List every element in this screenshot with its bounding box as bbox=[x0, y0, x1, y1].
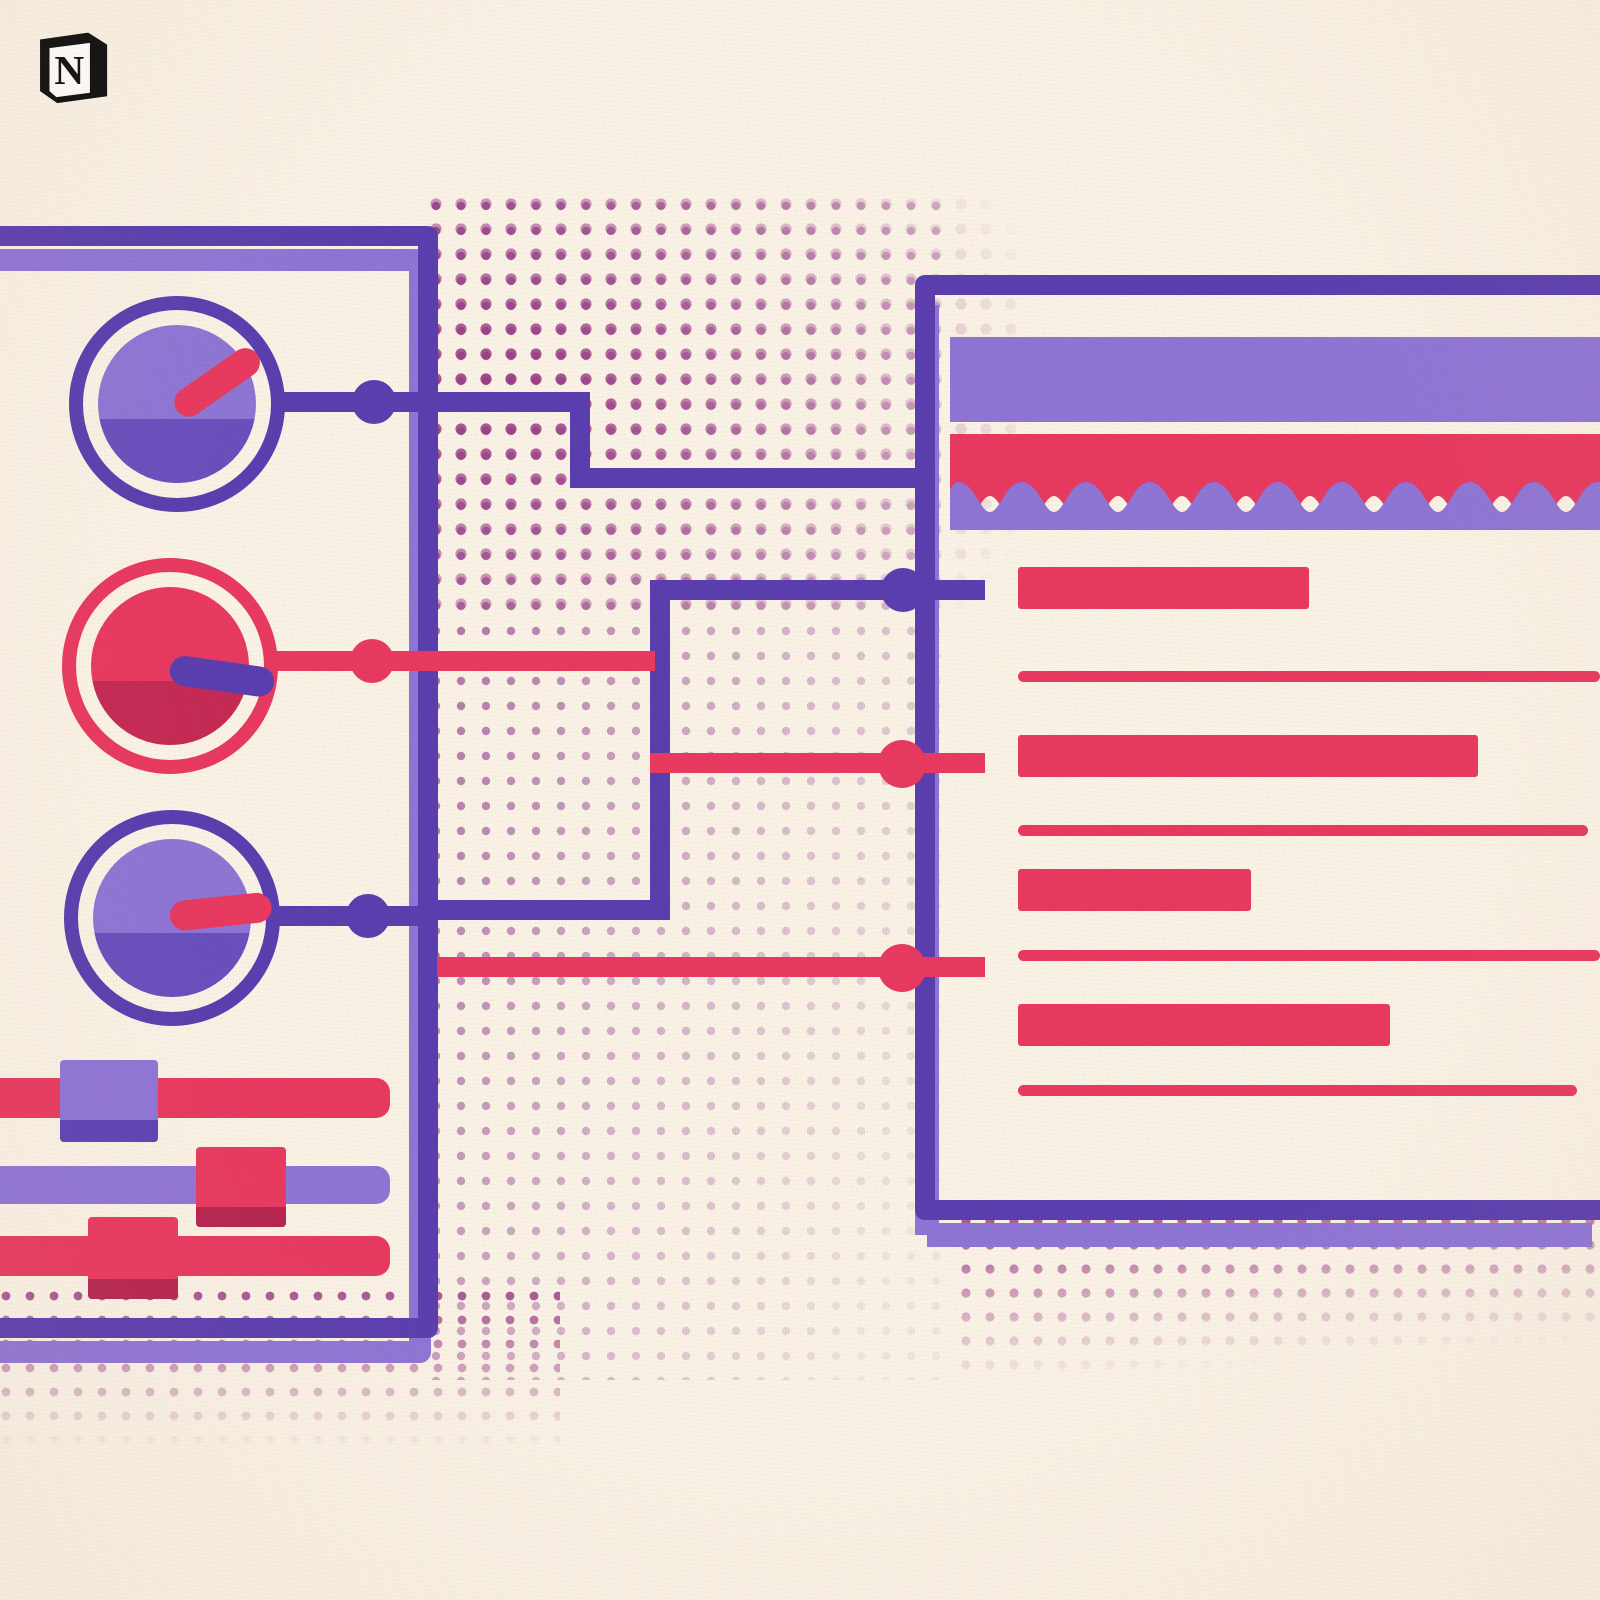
knob-1-cap bbox=[98, 325, 256, 483]
knob-3[interactable] bbox=[64, 810, 280, 1026]
knob-2-output-wire bbox=[270, 651, 650, 671]
logo-letter: N bbox=[54, 47, 84, 93]
logo-cube-face bbox=[49, 42, 90, 98]
node-panel-in-3 bbox=[878, 944, 926, 992]
slider-1-track[interactable] bbox=[0, 1078, 390, 1118]
slider-2-thumb[interactable] bbox=[196, 1147, 286, 1227]
content-rule bbox=[1018, 670, 1600, 682]
content-rule bbox=[1018, 949, 1600, 961]
waveform-top-band bbox=[950, 337, 1600, 422]
content-bar bbox=[1018, 1004, 1390, 1046]
waveform-lower-purple bbox=[950, 482, 1600, 530]
slider-1-thumb[interactable] bbox=[60, 1060, 158, 1142]
node-knob-2-out bbox=[350, 639, 394, 683]
slider-2-track[interactable] bbox=[0, 1166, 390, 1204]
node-knob-1-out bbox=[352, 380, 396, 424]
node-panel-in-2 bbox=[878, 740, 926, 788]
content-bar bbox=[1018, 567, 1309, 609]
content-rule bbox=[1018, 824, 1588, 836]
content-bar bbox=[1018, 735, 1478, 777]
knob-2[interactable] bbox=[62, 558, 278, 774]
knob-1[interactable] bbox=[69, 296, 285, 512]
output-panel-content bbox=[1018, 0, 1600, 1600]
content-bar bbox=[1018, 869, 1251, 911]
slider-3-track[interactable] bbox=[0, 1236, 390, 1276]
waveform-display bbox=[950, 434, 1600, 530]
node-knob-3-out bbox=[346, 894, 390, 938]
node-panel-in-1 bbox=[881, 568, 925, 612]
wire-knob1-to-panel bbox=[392, 392, 935, 488]
slider-3-thumb[interactable] bbox=[88, 1217, 178, 1299]
content-rule bbox=[1018, 1084, 1577, 1096]
notion-cube-logo[interactable]: N bbox=[28, 24, 114, 110]
wire-bracket-purple bbox=[437, 580, 903, 920]
waveform-upper-red bbox=[950, 434, 1600, 526]
